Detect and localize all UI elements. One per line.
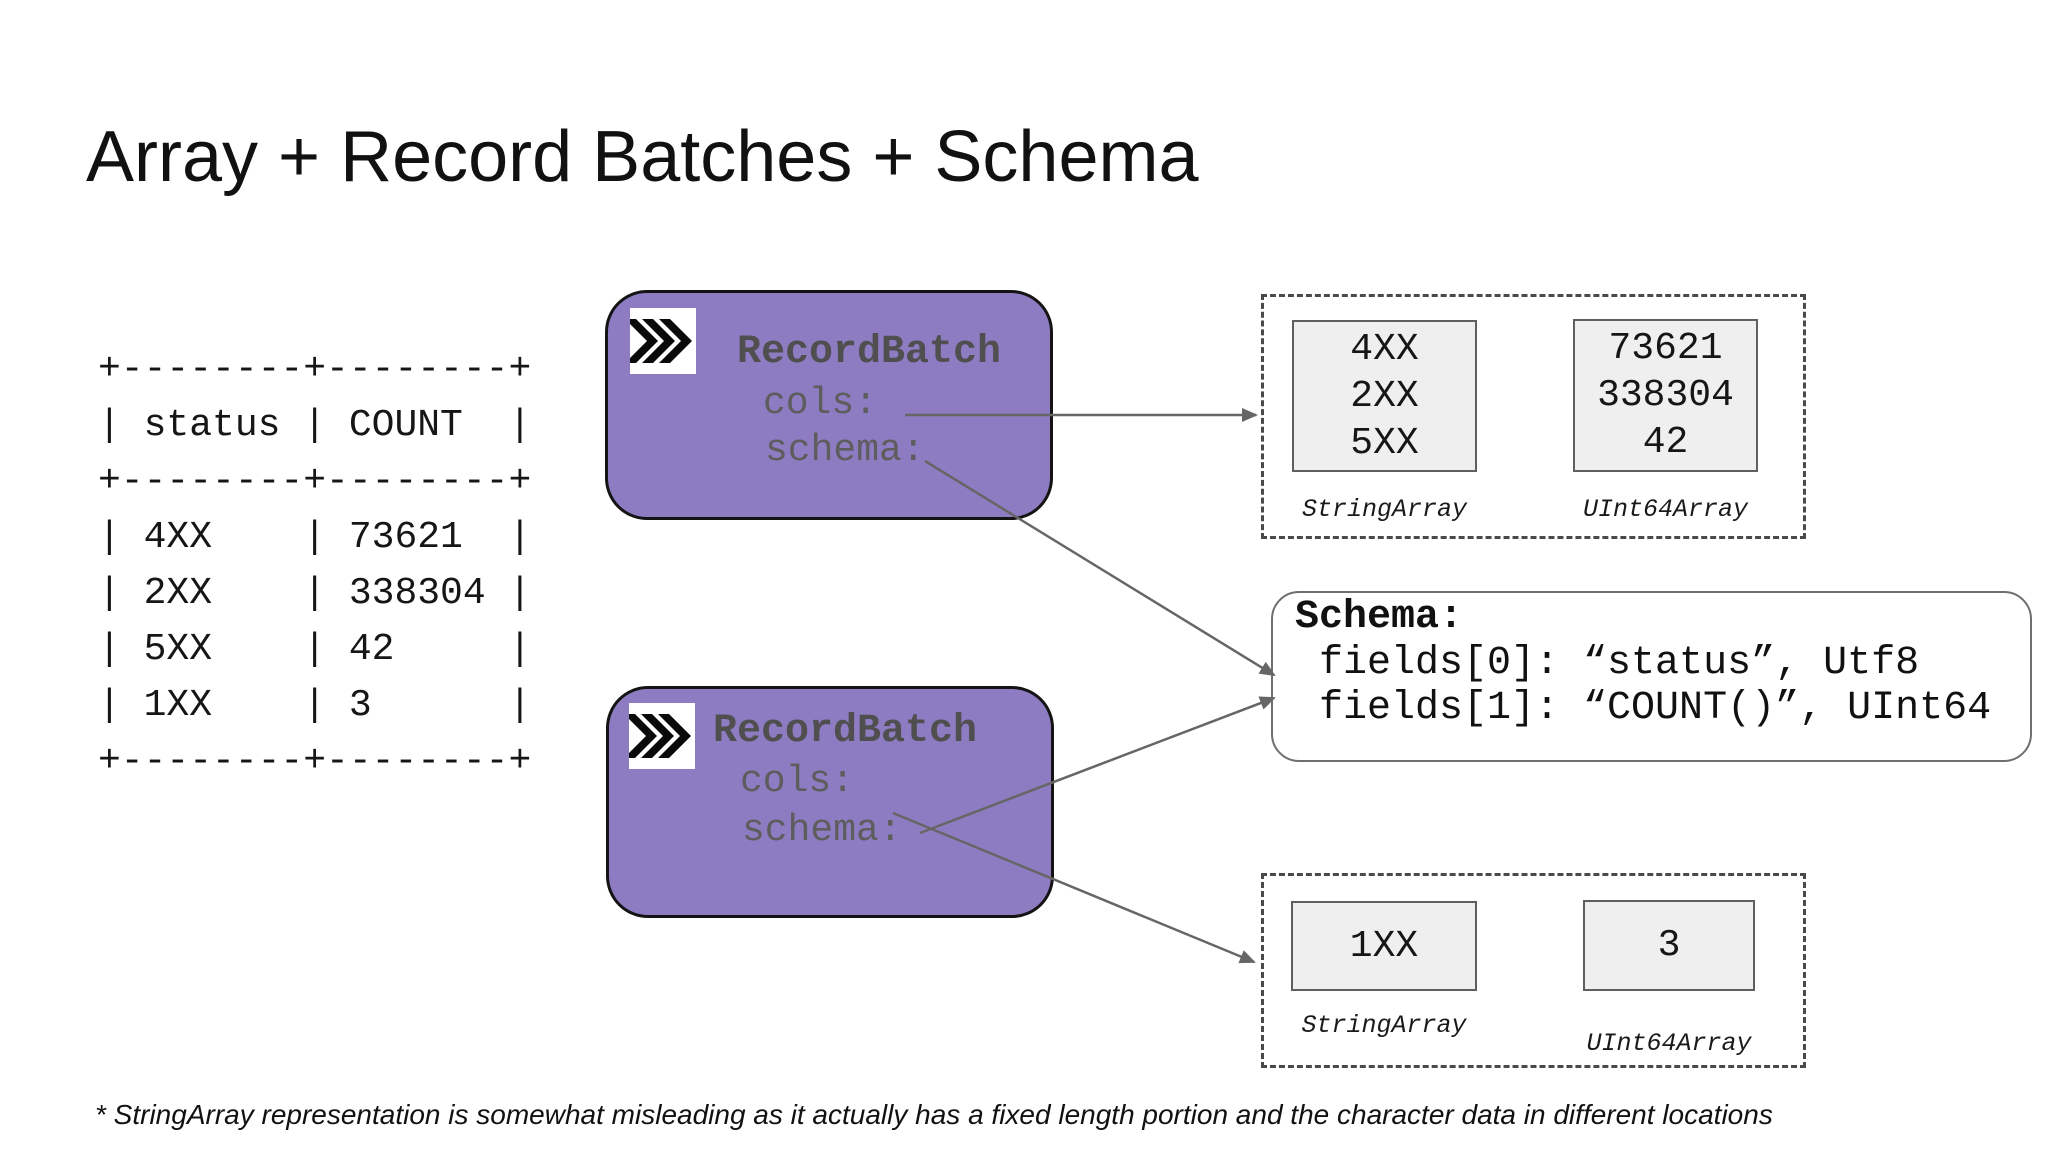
uint64-array-value: 73621 [1608, 327, 1723, 370]
schema-field-1: fields[1]: “COUNT()”, UInt64 [1319, 686, 1992, 731]
schema-box [1271, 591, 2032, 762]
string-array-value: 4XX [1350, 327, 1419, 371]
record-batch-1-cols-label: cols: [763, 382, 878, 425]
uint64-array-label-bottom: UInt64Array [1586, 1029, 1752, 1058]
string-array-value: 2XX [1350, 374, 1419, 418]
footnote: * StringArray representation is somewhat… [95, 1099, 1773, 1130]
record-batch-1-title: RecordBatch [737, 330, 1002, 375]
triple-chevron-right-icon [625, 308, 696, 374]
uint64-array-value: 338304 [1597, 374, 1734, 417]
string-array-values-bottom: 1XX [1291, 901, 1477, 991]
schema-field-0: fields[0]: “status”, Utf8 [1319, 641, 1920, 686]
uint64-array-label-top: UInt64Array [1582, 495, 1749, 524]
triple-chevron-right-icon [624, 703, 695, 769]
record-batch-2-schema-label: schema: [742, 809, 902, 852]
uint64-array-values-top: 73621 338304 42 [1573, 319, 1758, 472]
record-batch-2-title: RecordBatch [713, 709, 978, 754]
uint64-array-value: 3 [1657, 924, 1681, 967]
record-batch-2-cols-label: cols: [740, 760, 855, 803]
schema-box-title: Schema: [1295, 595, 1464, 640]
array-group-bottom [1261, 873, 1806, 1068]
string-array-label-top: StringArray [1301, 495, 1468, 524]
ascii-result-table: +--------+--------+ | status | COUNT | +… [98, 348, 532, 783]
string-array-value: 1XX [1349, 924, 1419, 968]
string-array-value: 5XX [1350, 421, 1419, 465]
string-array-label-bottom: StringArray [1301, 1011, 1467, 1040]
uint64-array-value: 42 [1642, 421, 1689, 464]
record-batch-1-schema-label: schema: [765, 429, 925, 472]
uint64-array-values-bottom: 3 [1583, 900, 1755, 991]
array-group-top [1261, 294, 1806, 539]
page-title: Array + Record Batches + Schema [86, 117, 1199, 197]
string-array-values-top: 4XX 2XX 5XX [1292, 320, 1477, 472]
